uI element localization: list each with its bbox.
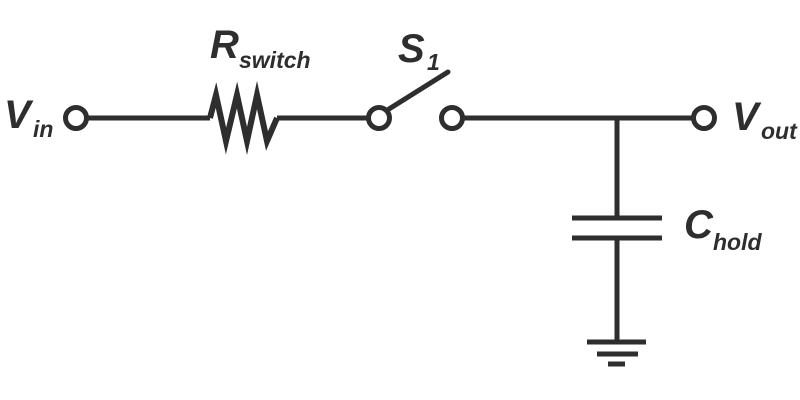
vout-label: V [732, 95, 762, 139]
resistor-symbol [207, 80, 280, 156]
chold-label-subscript: hold [713, 229, 762, 255]
vin-label-subscript: in [33, 116, 53, 142]
s1-label: S [398, 27, 425, 71]
vin-terminal-node [63, 105, 89, 131]
rswitch-label: R [210, 23, 239, 67]
rswitch-label-subscript: switch [239, 47, 311, 73]
vout-terminal-node [691, 105, 717, 131]
vout-label-subscript: out [761, 118, 798, 144]
switch-arm [386, 69, 451, 112]
chold-label: C [684, 203, 714, 247]
switch-right-contact-node [439, 105, 465, 131]
switch-left-contact-node [366, 105, 392, 131]
vin-label: V [4, 93, 34, 137]
s1-label-subscript: 1 [427, 49, 440, 75]
